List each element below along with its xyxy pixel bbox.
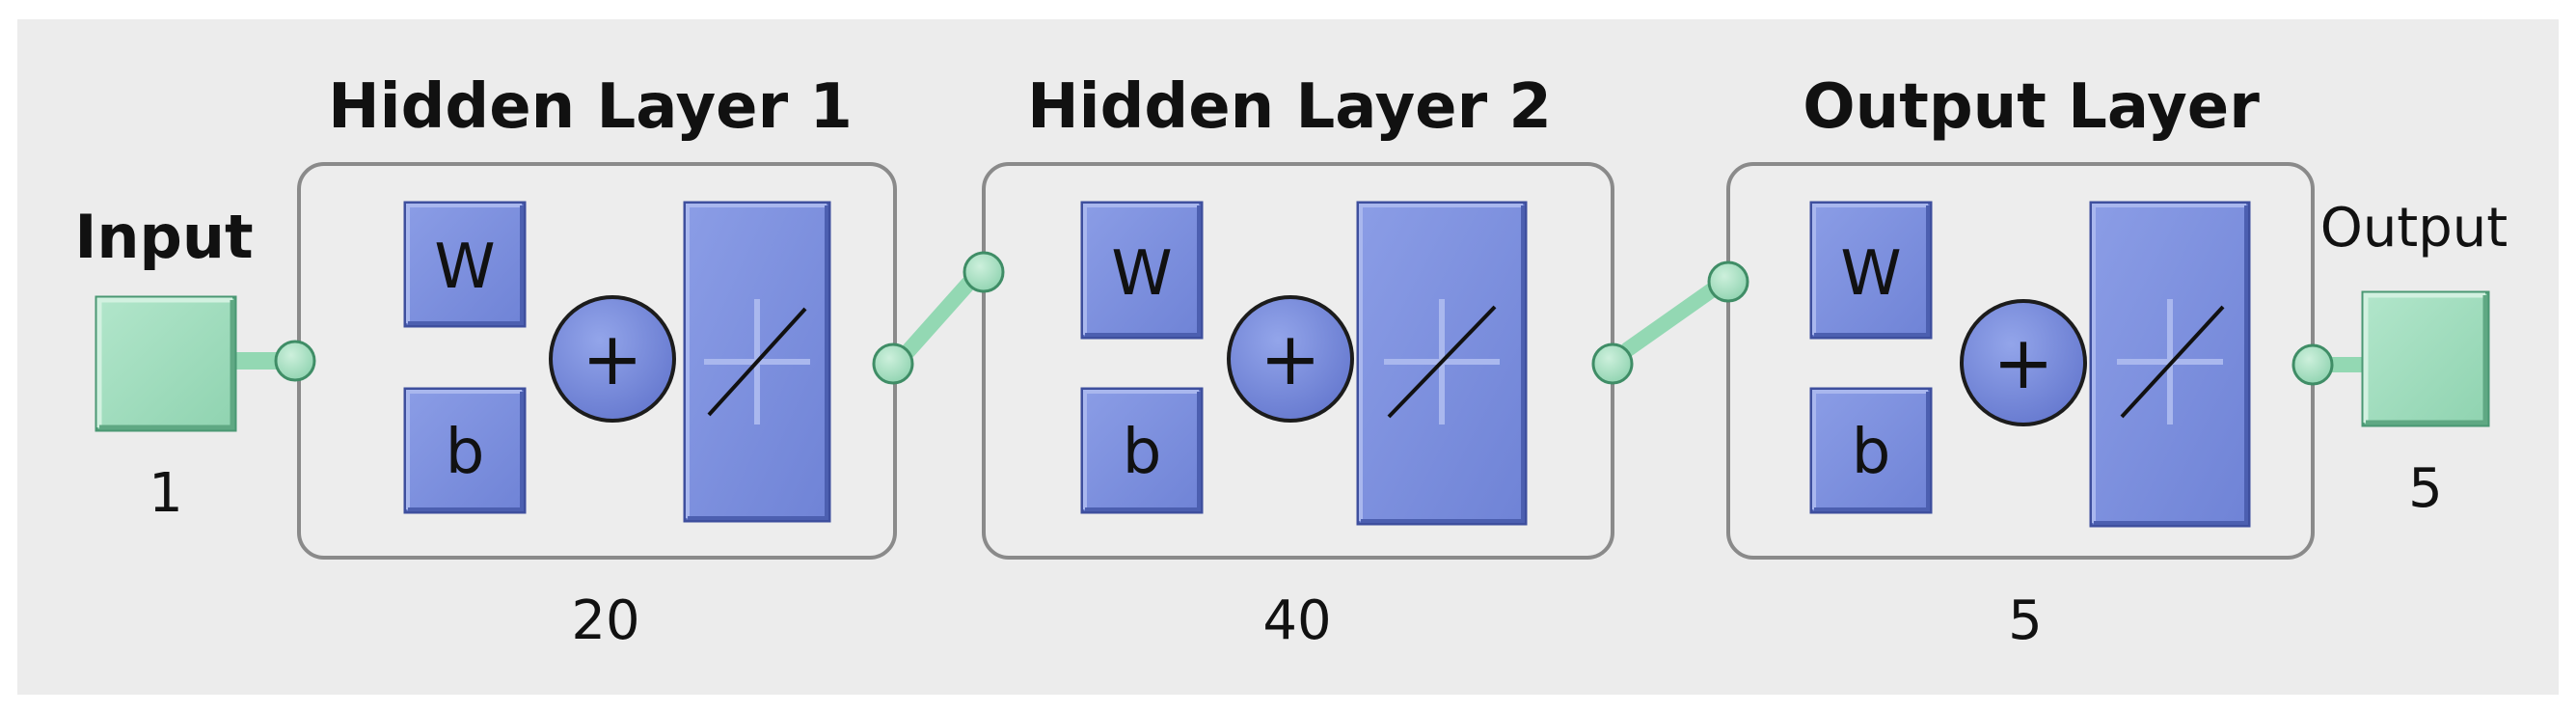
layer2-sum-label: + [1260,315,1321,401]
layer1-bias-block [403,387,527,514]
junction-nodes [274,251,2334,386]
layer3-group: W b + [1726,162,2315,560]
layer3-title: Output Layer [1803,71,2260,143]
layer3-bias-block [1809,387,1933,514]
layer1-weight-block [403,201,527,328]
connector-layer2-to-layer3 [1620,282,1721,357]
layer2-group: W b + [982,162,1614,560]
junction-node-layer3-in [1707,260,1749,303]
output-size: 5 [2408,457,2443,520]
layer1-title: Hidden Layer 1 [328,71,853,143]
input-title: Input [74,202,253,272]
output-block [2361,290,2490,427]
layer1-size: 20 [571,589,639,652]
layer1-bias-label: b [446,417,485,488]
junction-node-layer3-out [2291,343,2334,386]
layer2-title: Hidden Layer 2 [1027,71,1552,143]
input-size: 1 [149,462,183,525]
junction-node-layer2-out [1591,342,1634,385]
layer3-transfer-function-block [2089,201,2251,528]
layer3-weight-block [1809,201,1933,340]
junction-node-input [274,340,316,382]
layer2-sum-node [1227,295,1354,423]
layer2-bias-label: b [1123,417,1162,488]
layer1-weight-label: W [434,232,495,303]
layer1-transfer-function-block [683,201,831,523]
layer3-weight-label: W [1840,238,1901,310]
layer3-sum-label: + [1993,319,2054,405]
layer2-linear-icon [1387,305,1497,419]
layer2-transfer-function-block [1356,201,1528,526]
junction-node-layer2-in [963,251,1005,293]
layer3-linear-icon [2120,305,2225,419]
input-block [95,295,237,432]
layer1-sum-node [549,295,676,423]
layer3-size: 5 [2008,589,2043,652]
layer3-sum-node [1960,299,2087,426]
layer1-group: W b + [297,162,897,560]
layer1-linear-icon [707,307,807,417]
layer2-bias-block [1080,387,1204,514]
output-title: Output [2320,197,2508,260]
connector-layer1-to-layer2 [897,276,976,363]
junction-node-layer1-out [872,342,914,385]
layer3-bias-label: b [1852,417,1891,488]
layer2-size: 40 [1262,589,1331,652]
layer2-weight-block [1080,201,1204,340]
layer1-sum-label: + [582,315,643,401]
layer2-weight-label: W [1111,238,1172,310]
